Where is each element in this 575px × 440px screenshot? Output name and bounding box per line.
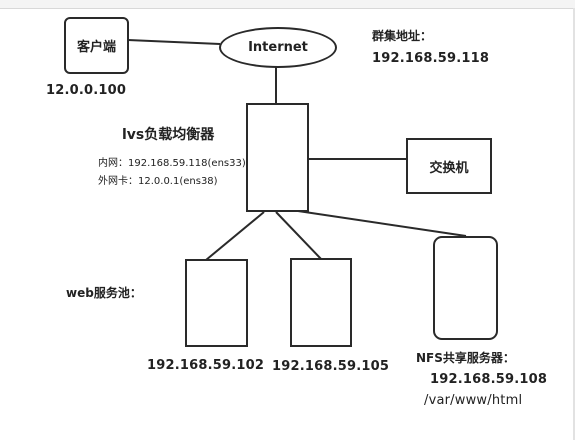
web2-node	[290, 258, 352, 347]
window-right-edge	[573, 8, 575, 440]
web1-ip: 192.168.59.102	[147, 358, 265, 373]
internet-label: Internet	[248, 40, 308, 55]
cluster-label: 群集地址：	[372, 29, 433, 43]
client-label: 客户端	[76, 40, 116, 55]
client-internet-link	[127, 39, 221, 45]
window-top-edge	[0, 0, 575, 9]
lvs-web1-link	[205, 211, 265, 261]
web2-ip: 192.168.59.105	[272, 359, 390, 374]
lvs-title: lvs负载均衡器	[122, 127, 215, 143]
lvs-outer-ip: 外网卡：12.0.0.1(ens38)	[98, 176, 218, 187]
web1-node	[185, 259, 248, 347]
switch-node: 交换机	[406, 138, 492, 194]
web-pool-label: web服务池：	[66, 286, 142, 300]
nfs-node	[433, 236, 498, 340]
lvs-inner-ip: 内网：192.168.59.118(ens33)	[98, 158, 246, 169]
lvs-nfs-link	[297, 210, 467, 237]
nfs-ip: 192.168.59.108	[430, 372, 548, 387]
lvs-node	[246, 103, 309, 212]
internet-node: Internet	[219, 27, 337, 68]
client-ip: 12.0.0.100	[46, 83, 127, 98]
switch-label: 交换机	[429, 160, 469, 176]
cluster-ip: 192.168.59.118	[372, 51, 490, 66]
nfs-label: NFS共享服务器：	[416, 351, 515, 365]
client-node: 客户端	[64, 17, 129, 74]
nfs-path: /var/www/html	[424, 393, 523, 408]
lvs-web2-link	[275, 211, 323, 261]
